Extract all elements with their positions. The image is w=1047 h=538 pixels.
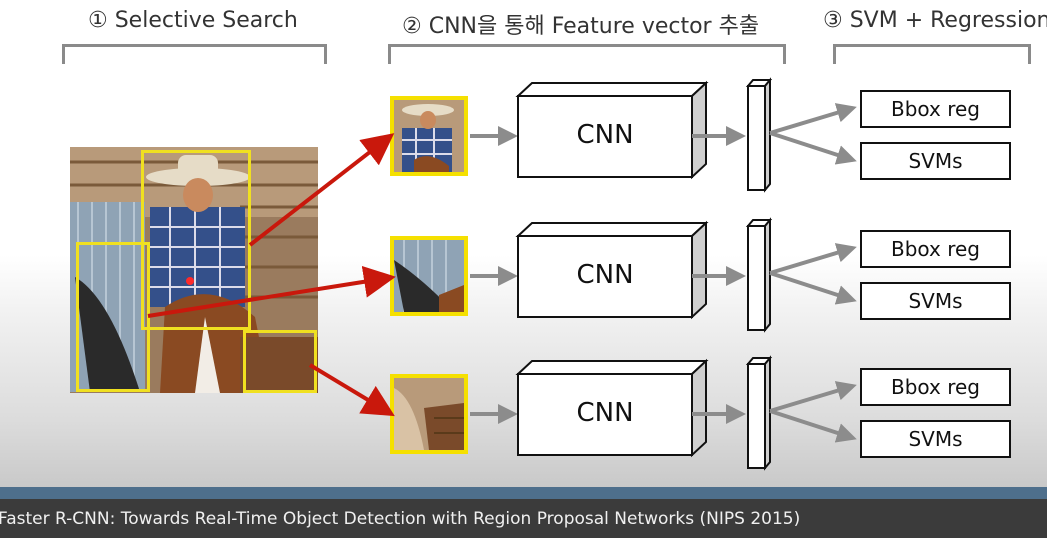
bbox-reg-box-3: Bbox reg: [860, 368, 1011, 406]
crop3-illustration: [394, 378, 464, 450]
caption-bar: Faster R-CNN: Towards Real-Time Object D…: [0, 499, 1047, 538]
cnn-label-3: CNN: [576, 398, 634, 428]
feature-vector-2: [747, 225, 766, 331]
pipeline-row-3: [470, 355, 857, 471]
crop1-illustration: [394, 100, 464, 172]
cnn-box-3: [517, 373, 693, 456]
step2-bracket: [388, 44, 786, 64]
bbox-reg-box-1: Bbox reg: [860, 90, 1011, 128]
proposal-box-bottom: [243, 330, 317, 393]
svms-box-1: SVMs: [860, 142, 1011, 180]
cnn-box-1: [517, 95, 693, 178]
step1-bracket: [62, 44, 327, 64]
feature-vector-3: [747, 363, 766, 469]
step2-title: ② CNN을 통해 Feature vector 추출: [402, 14, 760, 39]
region-crop-1: [390, 96, 468, 176]
bbox-reg-box-2: Bbox reg: [860, 230, 1011, 268]
cnn-box-2: [517, 235, 693, 318]
proposal-box-person: [141, 150, 251, 330]
photo-illustration: [70, 147, 318, 393]
crop2-illustration: [394, 240, 464, 312]
cowboy-photo: [70, 147, 318, 393]
step1-title: ① Selective Search: [88, 8, 298, 33]
pipeline-row-2: [470, 217, 857, 333]
step3-bracket: [833, 44, 1031, 64]
paper-caption: Faster R-CNN: Towards Real-Time Object D…: [0, 509, 801, 529]
red-arrow-3: [308, 363, 395, 417]
svms-box-2: SVMs: [860, 282, 1011, 320]
step3-title: ③ SVM + Regression: [823, 8, 1047, 33]
red-arrow-2: [147, 265, 396, 318]
feature-vector-1: [747, 85, 766, 191]
pipeline-row-1: [470, 77, 857, 193]
cnn-label-1: CNN: [576, 120, 634, 150]
red-arrow-1: [248, 133, 395, 247]
cnn-label-2: CNN: [576, 260, 634, 290]
svms-box-3: SVMs: [860, 420, 1011, 458]
caption-divider: [0, 487, 1047, 499]
